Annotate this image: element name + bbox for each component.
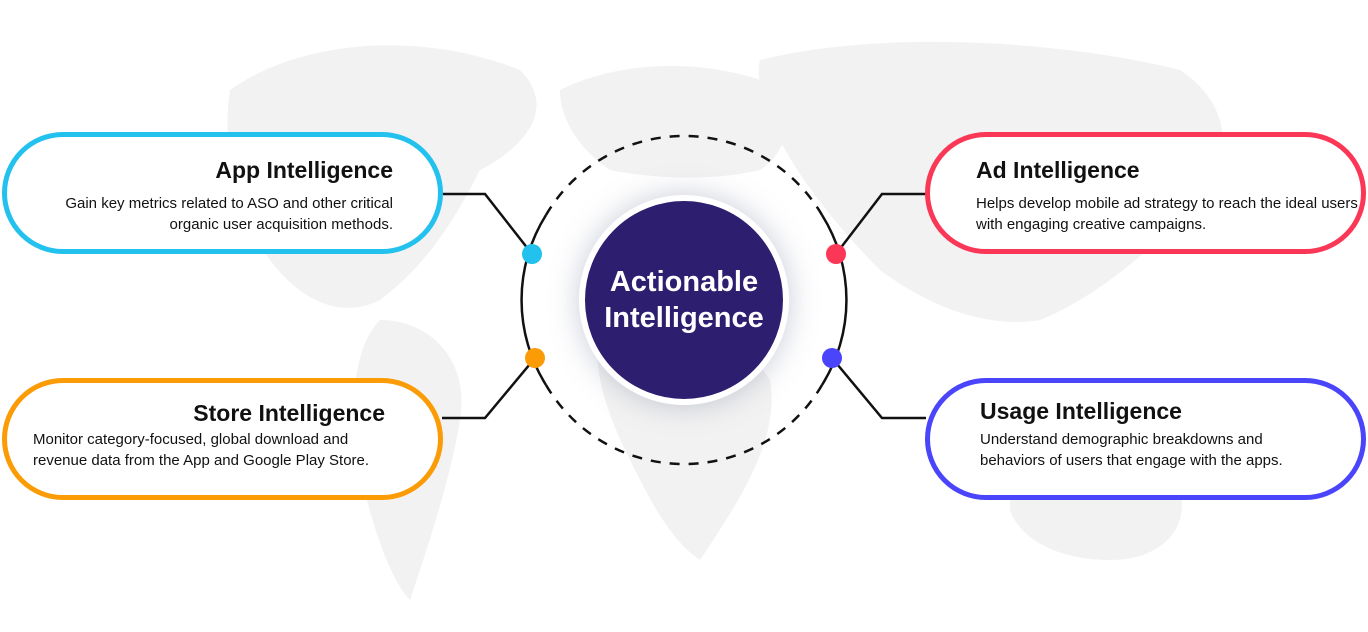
card-title: Usage Intelligence: [980, 398, 1182, 424]
store-node-dot: [525, 348, 545, 368]
app-intelligence-card: App Intelligence Gain key metrics relate…: [2, 132, 443, 254]
store-intelligence-card: Store Intelligence Monitor category-focu…: [2, 378, 443, 500]
connector-app: [442, 192, 533, 255]
ad-node-dot: [826, 244, 846, 264]
card-title: Store Intelligence: [193, 400, 385, 426]
connector-store: [442, 357, 536, 420]
card-description: Gain key metrics related to ASO and othe…: [65, 195, 393, 233]
card-description: Helps develop mobile ad strategy to reac…: [976, 195, 1358, 233]
ad-intelligence-card: Ad Intelligence Helps develop mobile ad …: [925, 132, 1366, 254]
usage-node-dot: [822, 348, 842, 368]
connector-usage: [831, 357, 926, 420]
card-title: Ad Intelligence: [976, 157, 1140, 183]
usage-intelligence-card: Usage Intelligence Understand demographi…: [925, 378, 1366, 500]
card-description: Monitor category-focused, global downloa…: [33, 431, 370, 469]
card-title: App Intelligence: [215, 157, 393, 183]
connector-ad: [835, 192, 926, 255]
hub-line-2: Intelligence: [604, 302, 764, 334]
hub-line-1: Actionable: [609, 266, 759, 298]
app-node-dot: [522, 244, 542, 264]
card-description: Understand demographic breakdowns and be…: [980, 431, 1283, 469]
